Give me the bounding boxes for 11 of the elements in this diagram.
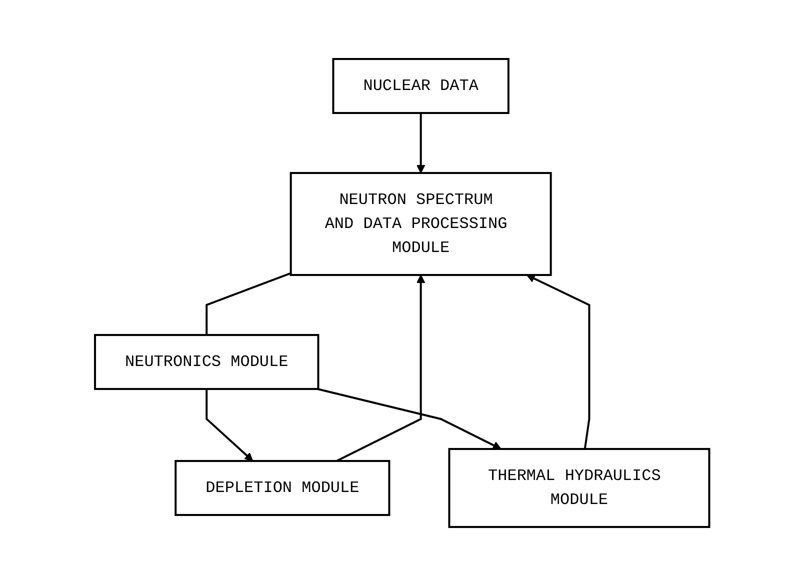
arrow (336, 274, 426, 462)
node-box: DEPLETION MODULE (175, 459, 391, 516)
arrow (206, 388, 254, 461)
node-box: NEUTRONICS MODULE (94, 334, 320, 390)
arrow (416, 112, 426, 173)
node-box: NEUTRON SPECTRUM AND DATA PROCESSING MODULE (290, 172, 552, 276)
node-box: THERMAL HYDRAULICS MODULE (448, 447, 711, 528)
arrow (318, 388, 502, 449)
arrow (526, 274, 591, 449)
connector (206, 272, 292, 334)
node-box: NUCLEAR DATA (332, 58, 510, 114)
